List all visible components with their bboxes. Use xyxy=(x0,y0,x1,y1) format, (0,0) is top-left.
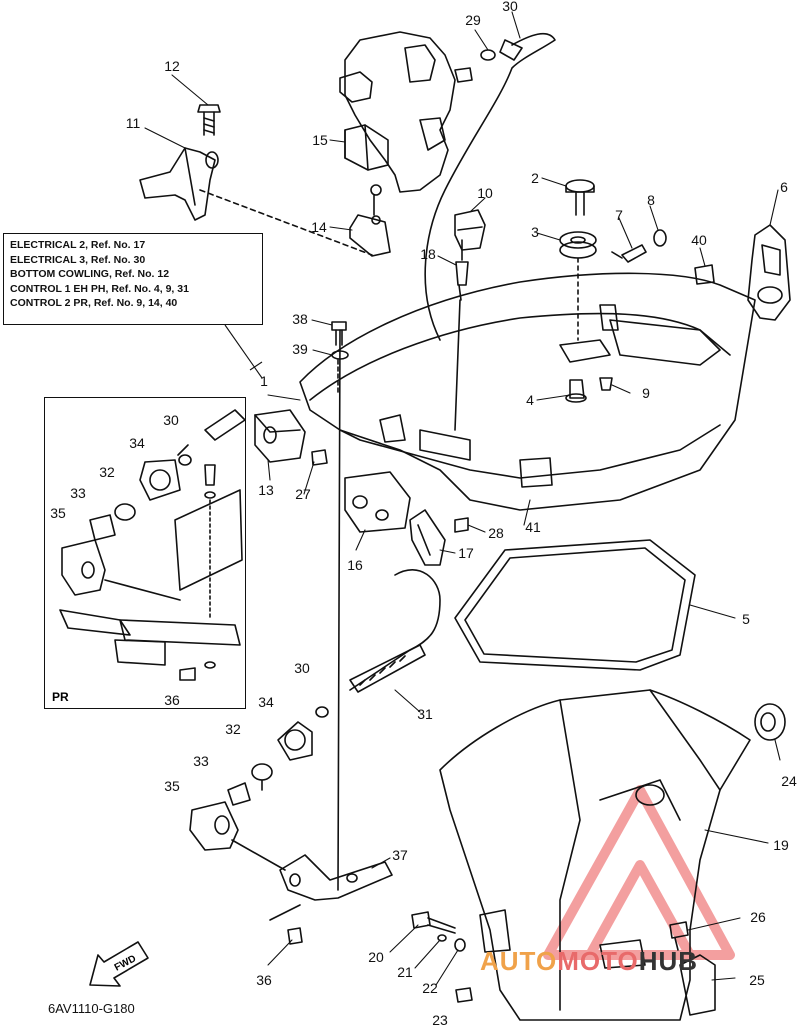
watermark-part: AUTO xyxy=(480,946,558,976)
callout-number: 32 xyxy=(225,721,241,737)
pr-inset-box xyxy=(44,397,246,709)
callout-number: 29 xyxy=(465,12,481,28)
callout-number: 37 xyxy=(392,847,408,863)
callout-number: 41 xyxy=(525,519,541,535)
callout-number: 5 xyxy=(742,611,750,627)
reference-line: CONTROL 2 PR, Ref. No. 9, 14, 40 xyxy=(10,297,178,310)
callout-number: 30 xyxy=(163,412,179,428)
connector-18 xyxy=(455,261,469,301)
callout-number: 21 xyxy=(397,964,413,980)
lower-cowling-19 xyxy=(439,689,751,1021)
callout-number: 11 xyxy=(125,115,141,131)
callout-number: 33 xyxy=(70,485,86,501)
callout-number: 27 xyxy=(295,486,311,502)
callout-number: 40 xyxy=(691,232,707,248)
callout-number: 6 xyxy=(780,179,788,195)
watermark-text: AUTOMOTOHUB xyxy=(480,946,698,977)
screw-7 xyxy=(611,244,647,263)
callout-number: 19 xyxy=(773,837,789,853)
cable-31 xyxy=(349,569,441,693)
callout-number: 25 xyxy=(749,972,765,988)
watermark-part: HUB xyxy=(638,946,699,976)
grommet-24 xyxy=(754,703,786,741)
callout-number: 4 xyxy=(526,392,534,408)
callout-number: 26 xyxy=(750,909,766,925)
reference-line: ELECTRICAL 2, Ref. No. 17 xyxy=(10,239,146,251)
callout-number: 35 xyxy=(164,778,180,794)
callout-number: 12 xyxy=(164,58,180,74)
callout-number: 17 xyxy=(458,545,474,561)
reference-line: ELECTRICAL 3, Ref. No. 30 xyxy=(10,253,146,266)
grommet-10 xyxy=(454,209,486,251)
fwd-arrow-icon xyxy=(89,941,149,987)
engine-block xyxy=(339,31,473,193)
callout-number: 14 xyxy=(311,219,327,235)
callout-number: 7 xyxy=(615,207,623,223)
fasteners-20-23 xyxy=(411,911,689,1003)
hose-29 xyxy=(424,32,556,341)
callout-number: 39 xyxy=(292,341,308,357)
callout-number: 31 xyxy=(417,706,433,722)
callout-number: 24 xyxy=(781,773,797,789)
grommet-3 xyxy=(559,231,597,259)
callout-number: 10 xyxy=(477,185,493,201)
callout-number: 15 xyxy=(312,132,328,148)
callout-number: 13 xyxy=(258,482,274,498)
callout-number: 1 xyxy=(260,373,268,389)
reference-line: BOTTOM COWLING, Ref. No. 12 xyxy=(10,268,170,281)
leader-lines xyxy=(144,11,781,986)
watermark-logo xyxy=(543,785,735,960)
callout-number: 30 xyxy=(502,0,518,14)
callout-number: 20 xyxy=(368,949,384,965)
cover-13 xyxy=(254,409,306,463)
drawing-code: 6AV1110-G180 xyxy=(48,1001,135,1016)
callout-number: 32 xyxy=(99,464,115,480)
callout-number: 34 xyxy=(129,435,145,451)
callout-number: 8 xyxy=(647,192,655,208)
grommet-17 xyxy=(409,509,446,566)
callout-number: 16 xyxy=(347,557,363,573)
callout-number: 36 xyxy=(256,972,272,988)
callout-number: 3 xyxy=(531,224,539,240)
callout-number: 36 xyxy=(164,692,180,708)
callout-number: 30 xyxy=(294,660,310,676)
callout-number: 35 xyxy=(50,505,66,521)
bottom-cowling-1 xyxy=(299,272,756,511)
callout-number: 33 xyxy=(193,753,209,769)
callout-number: 28 xyxy=(488,525,504,541)
reference-line: CONTROL 1 EH PH, Ref. No. 4, 9, 31 xyxy=(10,282,189,295)
callout-number: 34 xyxy=(258,694,274,710)
bracket-6 xyxy=(747,224,791,321)
callout-number: 23 xyxy=(432,1012,448,1028)
watermark-part: MOTO xyxy=(557,946,639,976)
bolt-2 xyxy=(565,179,595,216)
lower-control-parts xyxy=(189,706,393,945)
bolt-38 xyxy=(331,321,347,346)
grommet-16 xyxy=(344,471,411,533)
switch-15 xyxy=(344,124,389,171)
callout-number: 18 xyxy=(420,246,436,262)
reference-box: ELECTRICAL 2, Ref. No. 17 ELECTRICAL 3, … xyxy=(3,233,263,325)
gasket-5 xyxy=(454,539,696,671)
bracket-14 xyxy=(349,184,391,257)
callout-number: 22 xyxy=(422,980,438,996)
callout-number: 9 xyxy=(642,385,650,401)
inset-label: PR xyxy=(52,690,69,704)
callout-number: 2 xyxy=(531,170,539,186)
bolt-12 xyxy=(197,104,221,136)
bracket-11 xyxy=(139,147,219,221)
callout-number: 38 xyxy=(292,311,308,327)
